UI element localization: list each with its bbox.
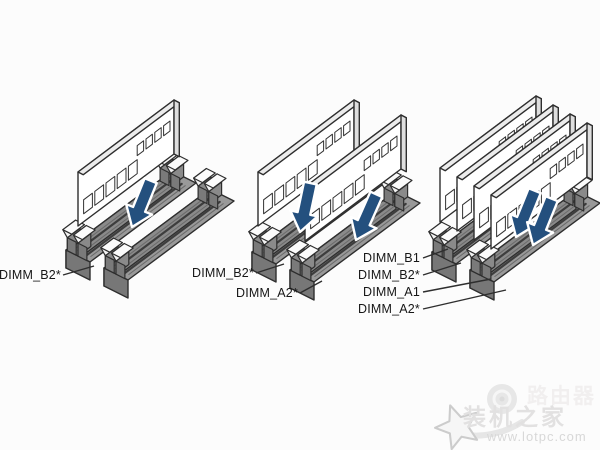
- dimm-label: DIMM_A2*: [358, 302, 420, 316]
- watermark-site-top: 路由器: [527, 384, 596, 408]
- watermark-site-main: 装机之家: [463, 404, 567, 430]
- star-icon: [433, 404, 479, 450]
- dimm-label: DIMM_B2*: [0, 268, 61, 282]
- panel-quad-module: DIMM_B1 DIMM_B2* DIMM_A1 DIMM_A2*: [358, 95, 600, 316]
- label-leader-line: [422, 262, 462, 276]
- dimm-label: DIMM_B1: [363, 251, 420, 265]
- dimm-label: DIMM_A2*: [236, 286, 298, 300]
- panel-dual-module: DIMM_B2* DIMM_A2*: [192, 99, 420, 300]
- panel-single-module: DIMM_B2*: [0, 99, 234, 298]
- label-leader-line: [255, 263, 285, 274]
- disc-icon: [487, 384, 517, 414]
- label-leader-line: [422, 289, 507, 310]
- dimm-label: DIMM_B2*: [358, 268, 420, 282]
- label-leader-line: [299, 280, 323, 294]
- label-leader-line: [62, 265, 95, 276]
- label-leader-line: [422, 278, 492, 293]
- dimm-label: DIMM_A1: [363, 285, 420, 299]
- watermark-url: www.lotpc.com: [486, 429, 587, 444]
- label-leader-line: [422, 248, 449, 259]
- watermark: 路由器 装机之家 www.lotpc.com: [433, 384, 596, 450]
- dimm-label: DIMM_B2*: [192, 266, 254, 280]
